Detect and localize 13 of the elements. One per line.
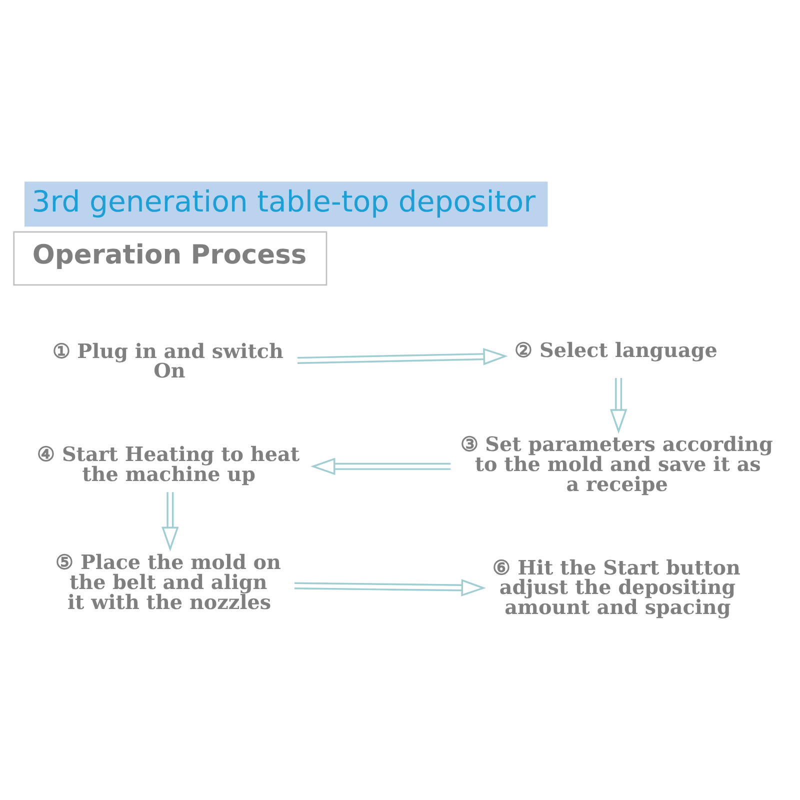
node-box: Operation Process	[13, 230, 328, 286]
arrow	[610, 378, 628, 434]
node-text: ⑤ Place the mold on the belt and align it with the nozzles	[56, 550, 281, 614]
node-text: ③ Set parameters according to the mold and save it as a receipe	[460, 432, 773, 496]
node-text: ① Plug in and switch On	[52, 338, 284, 382]
node-text: ⑥ Hit the Start button adjust the depositing amount and spacing	[492, 554, 740, 619]
arrow	[310, 457, 451, 475]
node-text: ④ Start Heating to heat the machine up	[37, 442, 300, 486]
arrow	[162, 492, 179, 551]
diagram-title: 3rd generation table-top depositor	[32, 184, 536, 218]
arrow	[294, 578, 486, 596]
node-text: ② Select language	[514, 338, 718, 362]
arrow	[297, 347, 508, 365]
